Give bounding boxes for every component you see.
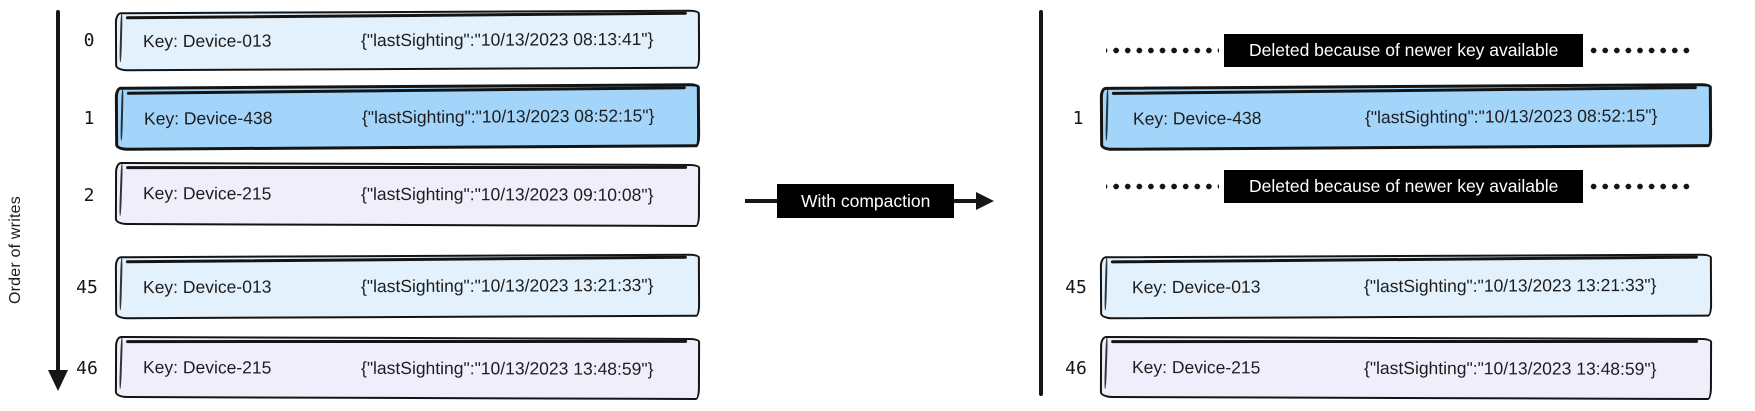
record-key: Key: Device-215 [142, 183, 272, 204]
with-compaction-arrow: With compaction [745, 184, 995, 218]
dotted-line [1106, 47, 1219, 54]
record-row: Key: Device-215 {"lastSighting":"10/13/2… [114, 161, 701, 228]
record-index: 0 [83, 30, 95, 51]
deleted-marker-row: Deleted because of newer key available [1106, 34, 1726, 67]
deleted-marker-row: Deleted because of newer key available [1106, 170, 1726, 203]
order-axis-line [56, 10, 60, 372]
record-index: 1 [1072, 108, 1084, 129]
record-value: {"lastSighting":"10/13/2023 08:52:15"} [361, 104, 655, 127]
record-index: 1 [83, 108, 95, 129]
record-value: {"lastSighting":"10/13/2023 13:21:33"} [1363, 274, 1657, 297]
record-index: 2 [83, 185, 95, 206]
record-key: Key: Device-215 [142, 356, 272, 378]
deleted-marker-label: Deleted because of newer key available [1224, 34, 1584, 67]
record-index: 46 [76, 358, 98, 379]
arrow-line [745, 199, 777, 203]
record-value: {"lastSighting":"10/13/2023 13:48:59"} [360, 357, 654, 379]
record-key: Key: Device-215 [1131, 356, 1261, 377]
compacted-log-axis-line [1039, 10, 1043, 396]
record-value: {"lastSighting":"10/13/2023 09:10:08"} [360, 183, 654, 205]
dotted-line [1106, 183, 1219, 190]
record-row: Key: Device-013 {"lastSighting":"10/13/2… [114, 9, 701, 72]
down-arrowhead-icon [48, 370, 68, 391]
dotted-line [1588, 47, 1693, 54]
record-value: {"lastSighting":"10/13/2023 08:13:41"} [360, 28, 654, 51]
arrow-line [954, 199, 977, 203]
record-index: 46 [1065, 358, 1087, 379]
record-index: 45 [76, 277, 98, 298]
order-of-writes-axis-label: Order of writes [7, 196, 24, 304]
record-key: Key: Device-013 [142, 30, 272, 52]
record-index: 45 [1065, 277, 1087, 298]
right-arrowhead-icon [976, 192, 995, 210]
record-row: Key: Device-013 {"lastSighting":"10/13/2… [1099, 253, 1713, 320]
record-row: Key: Device-013 {"lastSighting":"10/13/2… [114, 253, 701, 320]
deleted-marker-label: Deleted because of newer key available [1224, 170, 1584, 203]
record-row: Key: Device-438 {"lastSighting":"10/13/2… [1099, 83, 1713, 151]
dotted-line [1588, 183, 1693, 190]
record-key: Key: Device-013 [1131, 276, 1261, 298]
record-key: Key: Device-013 [142, 276, 272, 298]
record-row: Key: Device-438 {"lastSighting":"10/13/2… [114, 83, 701, 151]
record-key: Key: Device-438 [143, 107, 273, 129]
record-key: Key: Device-438 [1132, 107, 1262, 129]
record-row: Key: Device-215 {"lastSighting":"10/13/2… [114, 335, 701, 401]
record-value: {"lastSighting":"10/13/2023 08:52:15"} [1364, 104, 1658, 127]
record-value: {"lastSighting":"10/13/2023 13:21:33"} [360, 274, 654, 297]
record-row: Key: Device-215 {"lastSighting":"10/13/2… [1099, 335, 1713, 401]
record-value: {"lastSighting":"10/13/2023 13:48:59"} [1363, 357, 1657, 379]
with-compaction-label: With compaction [777, 184, 955, 218]
